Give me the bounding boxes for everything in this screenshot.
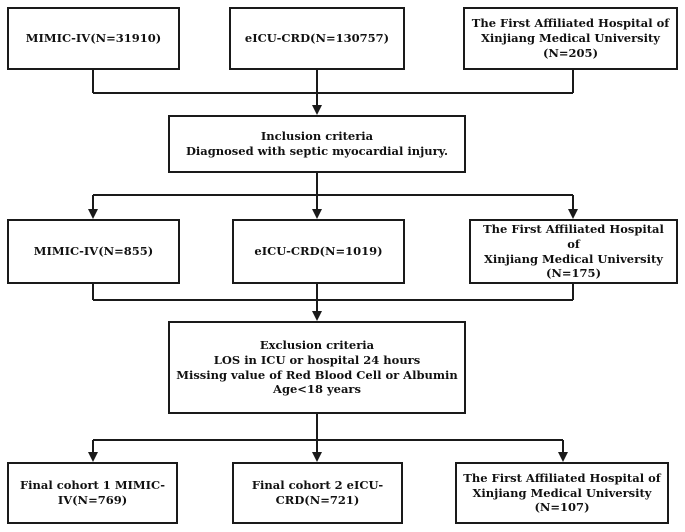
exclusion-title: Exclusion criteria [259, 337, 375, 352]
exclusion-criterion-age: Age<18 years [273, 382, 361, 397]
source-eicu-box: eICU-CRD(N=130757) [229, 7, 405, 70]
source-xinjiang-line-2: Xinjiang Medical University [481, 31, 660, 46]
source-eicu-label: eICU-CRD(N=130757) [244, 31, 390, 46]
exclusion-criterion-missing: Missing value of Red Blood Cell or Album… [176, 367, 458, 382]
inclusion-criteria-box: Inclusion criteria Diagnosed with septic… [168, 115, 466, 173]
source-mimic-label: MIMIC-IV(N=31910) [25, 31, 162, 46]
included-mimic-label: MIMIC-IV(N=855) [33, 244, 154, 259]
final-xinjiang-line-1: The First Affiliated Hospital of [463, 470, 661, 485]
source-xinjiang-line-3: (N=205) [542, 45, 599, 60]
source-xinjiang-box: The First Affiliated Hospital of Xinjian… [463, 7, 678, 70]
exclusion-criteria-box: Exclusion criteria LOS in ICU or hospita… [168, 321, 466, 414]
included-xinjiang-line-2: Xinjiang Medical University [484, 251, 663, 266]
included-xinjiang-line-1: The First Affiliated Hospital of [483, 221, 664, 251]
final-xinjiang-line-2: Xinjiang Medical University [472, 485, 652, 500]
final-xinjiang-box: The First Affiliated Hospital of Xinjian… [455, 462, 669, 524]
included-eicu-box: eICU-CRD(N=1019) [232, 219, 405, 284]
source-mimic-box: MIMIC-IV(N=31910) [7, 7, 180, 70]
exclusion-criterion-los: LOS in ICU or hospital 24 hours [213, 352, 421, 367]
final-cohort-2-line-1: Final cohort 2 eICU- [251, 478, 384, 493]
final-cohort-1-line-1: Final cohort 1 MIMIC- [20, 478, 165, 493]
final-xinjiang-line-3: (N=107) [534, 500, 590, 515]
final-cohort-2-line-2: CRD(N=721) [275, 493, 360, 507]
inclusion-criterion: Diagnosed with septic myocardial injury. [185, 144, 449, 158]
included-xinjiang-box: The First Affiliated Hospital of Xinjian… [469, 219, 678, 284]
included-mimic-box: MIMIC-IV(N=855) [7, 219, 180, 284]
final-cohort-2-box: Final cohort 2 eICU- CRD(N=721) [232, 462, 403, 524]
source-xinjiang-line-1: The First Affiliated Hospital of [471, 16, 670, 31]
included-eicu-label: eICU-CRD(N=1019) [254, 244, 383, 259]
included-xinjiang-line-3: (N=175) [545, 266, 602, 281]
final-cohort-1-box: Final cohort 1 MIMIC- IV(N=769) [7, 462, 178, 524]
inclusion-title: Inclusion criteria [260, 129, 374, 144]
final-cohort-1-line-2: IV(N=769) [57, 493, 128, 507]
